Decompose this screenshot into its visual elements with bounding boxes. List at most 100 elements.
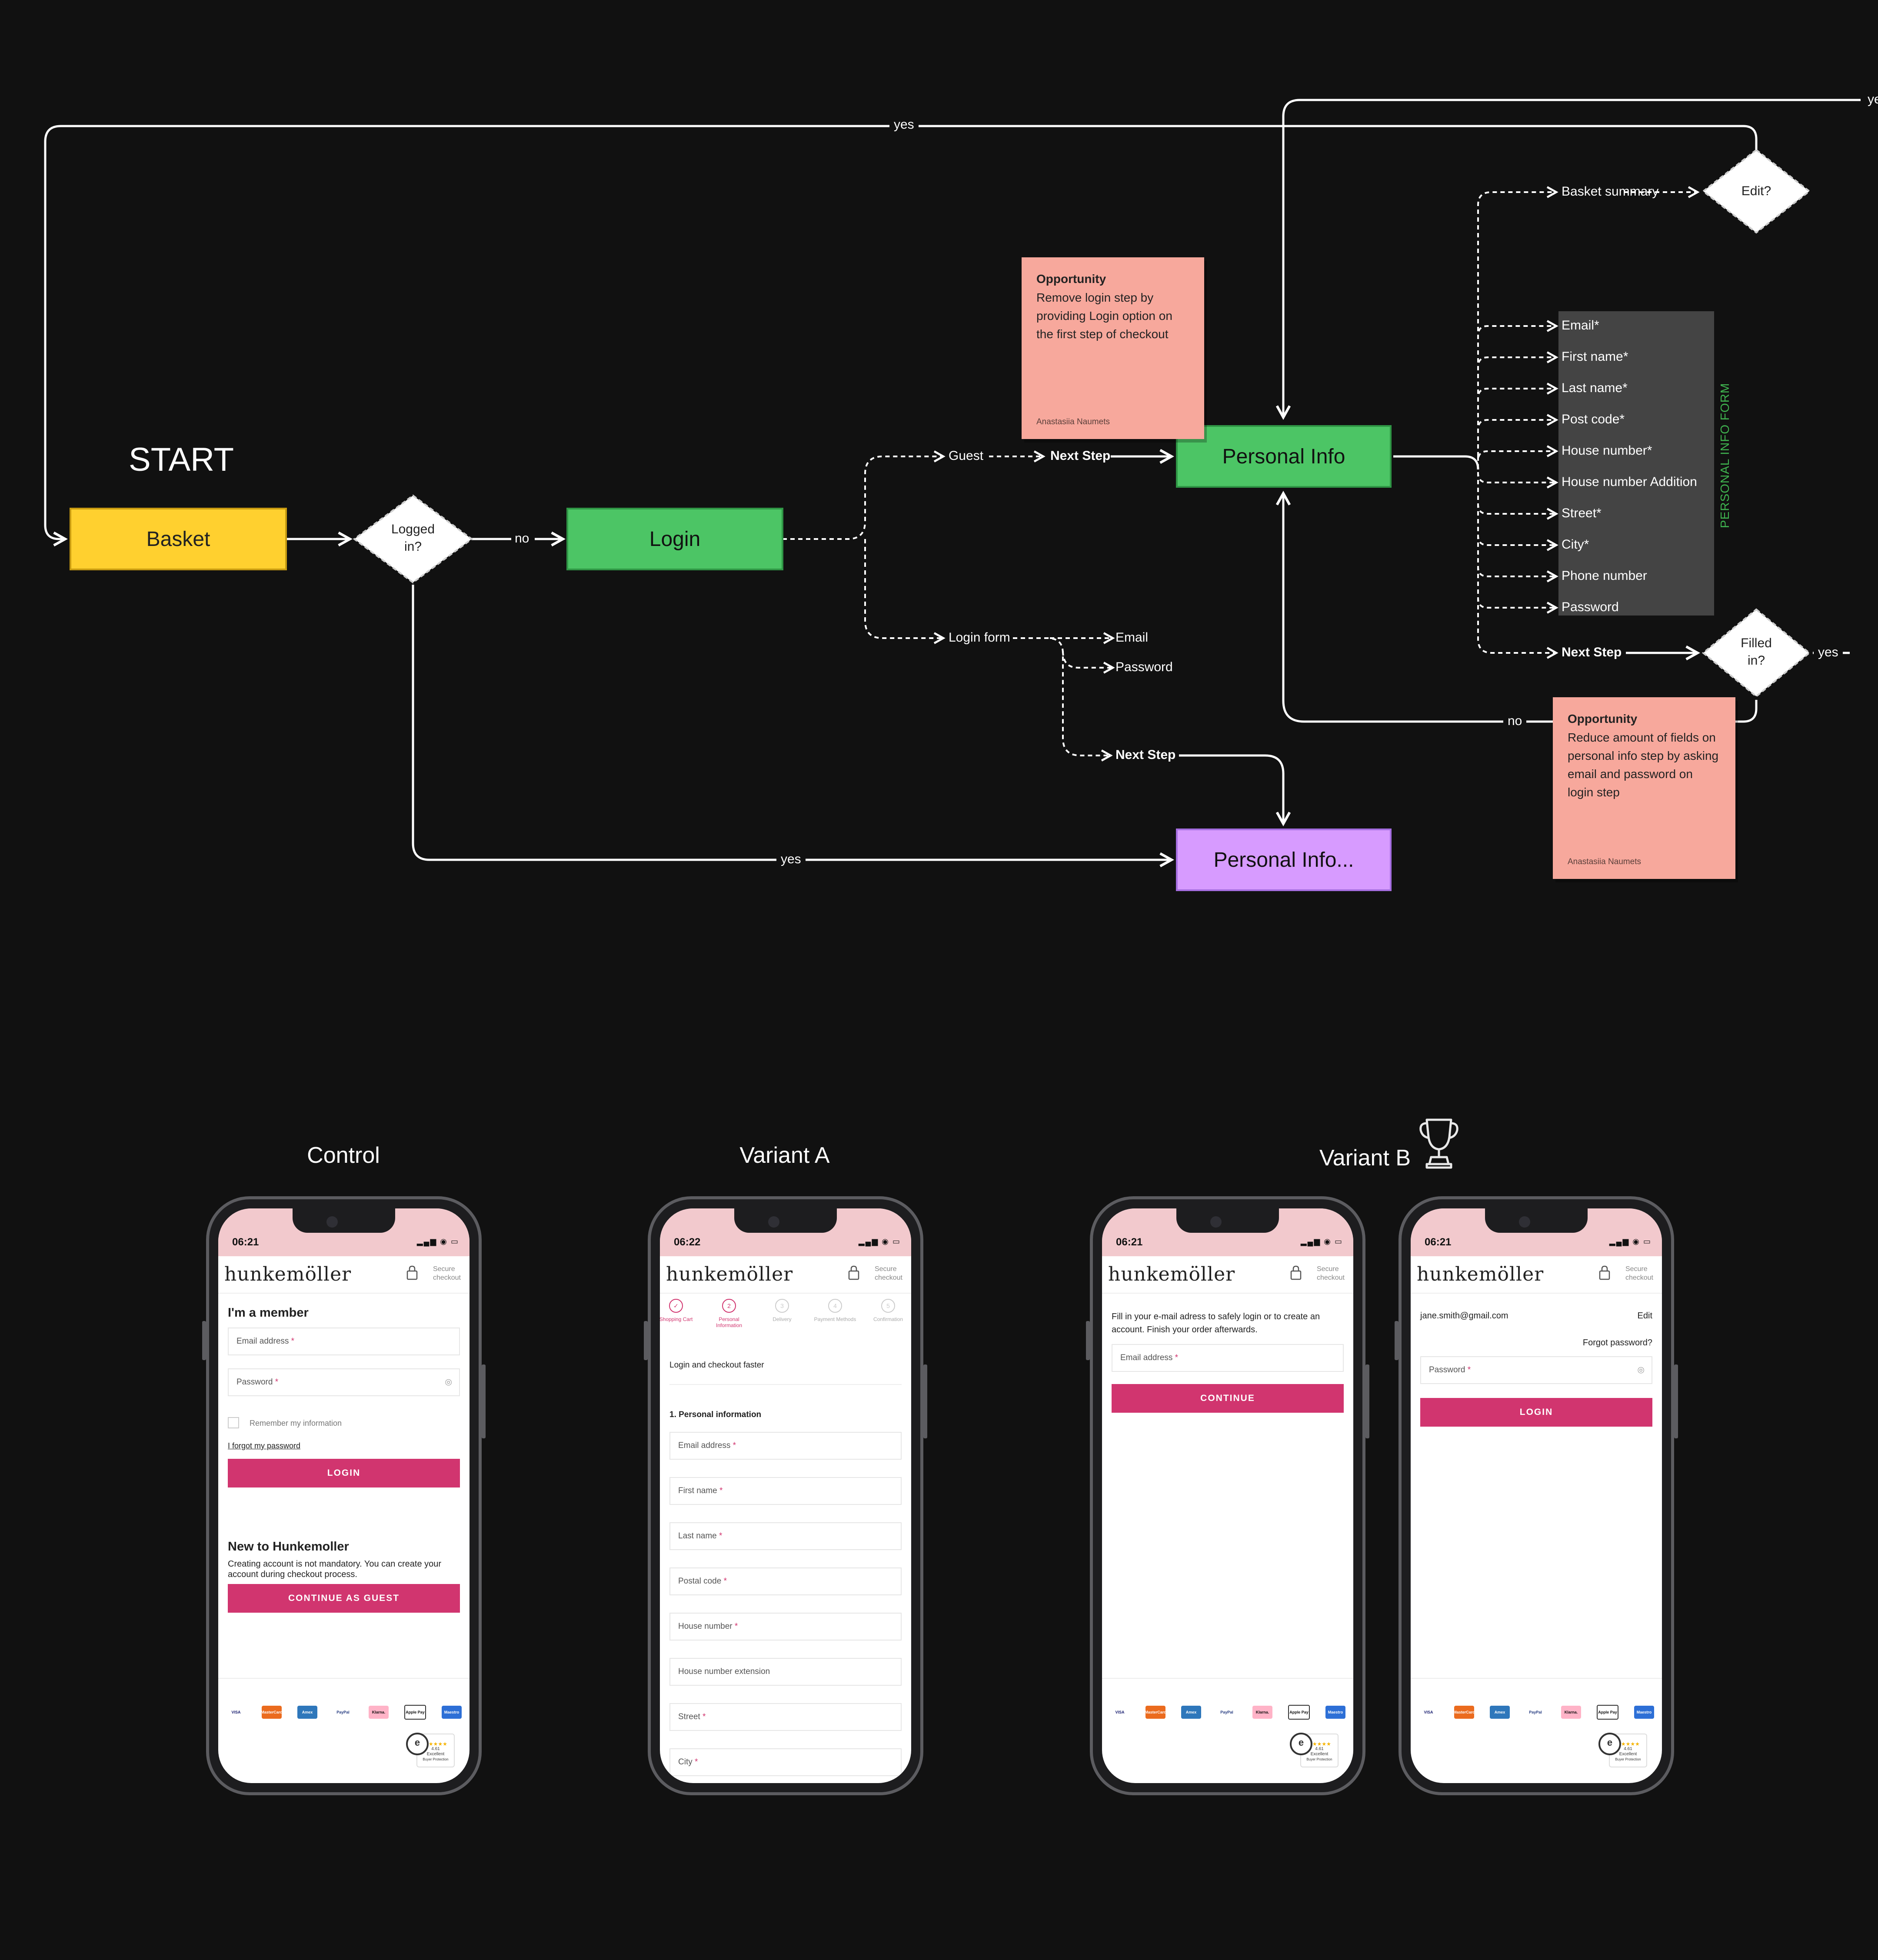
edit-email-link[interactable]: Edit xyxy=(1637,1311,1652,1321)
form-field-label: City* xyxy=(1562,537,1589,552)
remember-checkbox[interactable] xyxy=(228,1417,239,1428)
lock-icon xyxy=(848,1265,859,1280)
edge-pi-split xyxy=(1393,455,1479,470)
start-label: START xyxy=(129,441,234,478)
form-field-edge xyxy=(1477,326,1556,456)
forgot-password-link[interactable]: I forgot my password xyxy=(228,1441,301,1450)
paypal-icon: PayPal xyxy=(1217,1706,1237,1719)
brand-logo[interactable]: hunkemöller xyxy=(666,1263,793,1285)
edit-decision xyxy=(1702,149,1811,234)
maestro-icon: Maestro xyxy=(442,1706,462,1719)
login-button[interactable]: LOGIN xyxy=(1420,1398,1652,1427)
filled-in-decision xyxy=(1702,608,1811,698)
new-customer-title: New to Hunkemoller xyxy=(228,1540,349,1554)
form-input[interactable]: First name * xyxy=(669,1477,902,1505)
edge-label-login-form: Login form xyxy=(949,630,1010,645)
status-icons: ▂▄▆ ◉ ▭ xyxy=(858,1237,901,1246)
login-label: Login xyxy=(649,527,701,551)
edge-label-next-step-login: Next Step xyxy=(1115,748,1179,762)
note-title: Opportunity xyxy=(1036,272,1106,286)
form-field-label: Post code* xyxy=(1562,412,1625,426)
section-title-control: Control xyxy=(307,1143,380,1168)
amex-icon: Amex xyxy=(1490,1706,1510,1719)
form-input[interactable]: Street * xyxy=(669,1703,902,1731)
login-checkout-faster-link[interactable]: Login and checkout faster xyxy=(669,1361,764,1370)
form-input[interactable]: House number extension xyxy=(669,1658,902,1686)
eye-icon[interactable]: ◎ xyxy=(445,1378,452,1387)
status-time: 06:21 xyxy=(1116,1236,1143,1248)
status-time: 06:22 xyxy=(674,1236,701,1248)
note-title: Opportunity xyxy=(1568,712,1638,725)
brand-logo[interactable]: hunkemöller xyxy=(1108,1263,1235,1285)
opportunity-note-2: Opportunity Reduce amount of fields on p… xyxy=(1553,697,1735,879)
visa-icon: VISA xyxy=(1110,1706,1130,1719)
form-field-edge xyxy=(1477,420,1556,456)
note-body: Reduce amount of fields on personal info… xyxy=(1568,731,1719,799)
form-field-label: Phone number xyxy=(1562,569,1647,583)
form-input[interactable]: House number * xyxy=(669,1613,902,1641)
form-field-edge xyxy=(1477,456,1556,608)
edge-label-next-step-form: Next Step xyxy=(1562,645,1622,659)
maestro-icon: Maestro xyxy=(1634,1706,1654,1719)
edge-label-basket-summary: Basket summary xyxy=(1562,184,1659,199)
status-time: 06:21 xyxy=(1425,1236,1452,1248)
edge-label-yes-far: ye xyxy=(1863,92,1878,107)
logged-in-decision xyxy=(353,494,473,584)
step-number: 3 xyxy=(775,1299,789,1313)
forgot-password-link[interactable]: Forgot password? xyxy=(1582,1338,1652,1348)
mastercard-icon: MasterCard xyxy=(261,1706,283,1719)
edge-label-email: Email xyxy=(1115,630,1149,645)
personal-info-section-title: 1. Personal information xyxy=(669,1410,762,1419)
edge-label-yes-top: yes xyxy=(889,117,919,132)
checkout-step[interactable]: ✓Shopping Cart xyxy=(660,1299,700,1322)
edge-label-no: no xyxy=(511,531,533,546)
edge-label-yes-filled: yes xyxy=(1814,645,1843,660)
form-input[interactable]: Email address * xyxy=(669,1432,902,1460)
opportunity-note-1: Opportunity Remove login step by providi… xyxy=(1022,257,1204,439)
edge-top-entry xyxy=(1283,99,1861,417)
checkout-flow-diagram xyxy=(44,99,1861,891)
continue-as-guest-button[interactable]: CONTINUE AS GUEST xyxy=(228,1584,460,1613)
status-icons: ▂▄▆ ◉ ▭ xyxy=(1609,1237,1652,1246)
note-author: Anastasiia Naumets xyxy=(1036,417,1110,426)
email-field[interactable]: Email address * xyxy=(1112,1344,1344,1372)
amex-icon: Amex xyxy=(297,1706,317,1719)
new-customer-text: Creating account is not mandatory. You c… xyxy=(228,1559,442,1579)
brand-logo[interactable]: hunkemöller xyxy=(1417,1263,1544,1285)
brand-logo[interactable]: hunkemöller xyxy=(224,1263,352,1285)
form-input[interactable]: Last name * xyxy=(669,1522,902,1550)
paypal-icon: PayPal xyxy=(1525,1706,1545,1719)
klarna-icon: Klarna. xyxy=(1252,1706,1272,1719)
login-button[interactable]: LOGIN xyxy=(228,1459,460,1487)
klarna-icon: Klarna. xyxy=(1561,1706,1581,1719)
basket-label: Basket xyxy=(146,527,210,551)
mastercard-icon: MasterCard xyxy=(1145,1706,1166,1719)
password-field[interactable]: Password *◎ xyxy=(1420,1356,1652,1384)
logged-in-label: Logged in? xyxy=(391,522,435,554)
step-label: Payment Methods xyxy=(814,1316,856,1322)
visa-icon: VISA xyxy=(1418,1706,1438,1719)
form-field-label: House number Addition xyxy=(1562,475,1697,489)
step-number: 4 xyxy=(828,1299,842,1313)
continue-button[interactable]: CONTINUE xyxy=(1112,1384,1344,1413)
edge-login-split xyxy=(782,456,943,540)
form-input[interactable]: City * xyxy=(669,1748,902,1776)
form-input[interactable]: Postal code * xyxy=(669,1567,902,1595)
password-field[interactable]: Password *◎ xyxy=(228,1368,460,1396)
section-title-variant-b: Variant B xyxy=(1319,1145,1411,1171)
email-field[interactable]: Email address * xyxy=(228,1328,460,1355)
eye-icon[interactable]: ◎ xyxy=(1637,1365,1645,1374)
note-body: Remove login step by providing Login opt… xyxy=(1036,291,1172,341)
